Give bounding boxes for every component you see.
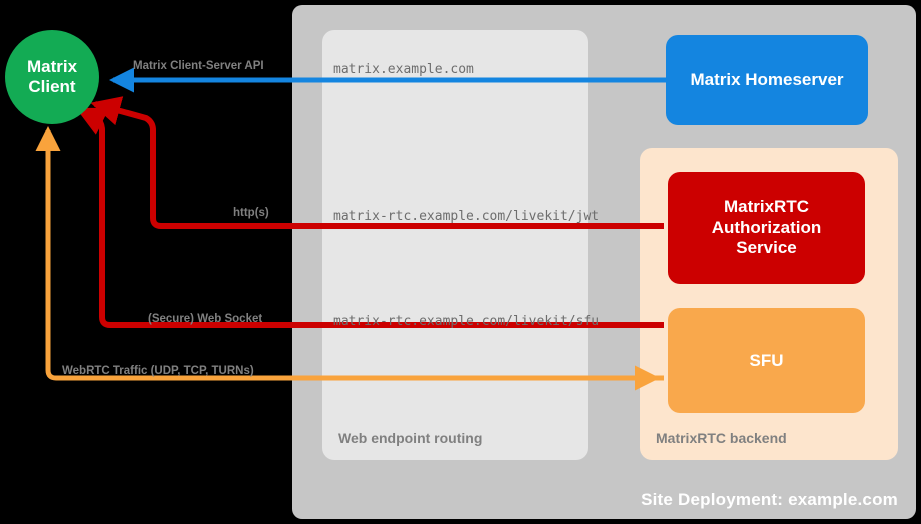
node-matrix-homeserver[interactable]: Matrix Homeserver xyxy=(666,35,868,125)
site-deployment-label: Site Deployment: example.com xyxy=(641,490,898,509)
edge-label-webrtc-traffic: WebRTC Traffic (UDP, TCP, TURNs) xyxy=(62,365,254,377)
node-matrix-client-line2: Client xyxy=(28,77,76,96)
url-label-livekit-jwt: matrix-rtc.example.com/livekit/jwt xyxy=(333,209,600,224)
url-label-matrix-example-com: matrix.example.com xyxy=(333,62,474,77)
edge-webrtc-traffic xyxy=(35,125,664,391)
node-sfu-label: SFU xyxy=(749,350,784,370)
web-endpoint-routing-container: Web endpoint routing xyxy=(322,30,588,460)
node-matrix-client[interactable]: Matrix Client xyxy=(5,30,99,124)
node-matrixrtc-authorization-service[interactable]: MatrixRTC Authorization Service xyxy=(668,172,865,284)
matrixrtc-backend-label: MatrixRTC backend xyxy=(656,430,787,446)
node-auth-line2: Authorization xyxy=(711,217,822,237)
edge-sfu-websocket xyxy=(75,107,664,328)
node-auth-line1: MatrixRTC xyxy=(723,196,809,216)
url-label-livekit-sfu: matrix-rtc.example.com/livekit/sfu xyxy=(333,314,600,329)
web-endpoint-routing-label: Web endpoint routing xyxy=(338,430,483,446)
node-matrix-homeserver-label: Matrix Homeserver xyxy=(690,70,844,89)
node-sfu[interactable]: SFU xyxy=(668,308,865,413)
edge-label-web-socket: (Secure) Web Socket xyxy=(148,313,263,325)
node-matrix-client-line1: Matrix xyxy=(26,56,78,76)
edge-label-http: http(s) xyxy=(233,207,269,219)
edge-label-client-server-api: Matrix Client-Server API xyxy=(133,60,264,72)
edge-jwt xyxy=(90,96,664,229)
node-auth-line3: Service xyxy=(736,238,797,258)
